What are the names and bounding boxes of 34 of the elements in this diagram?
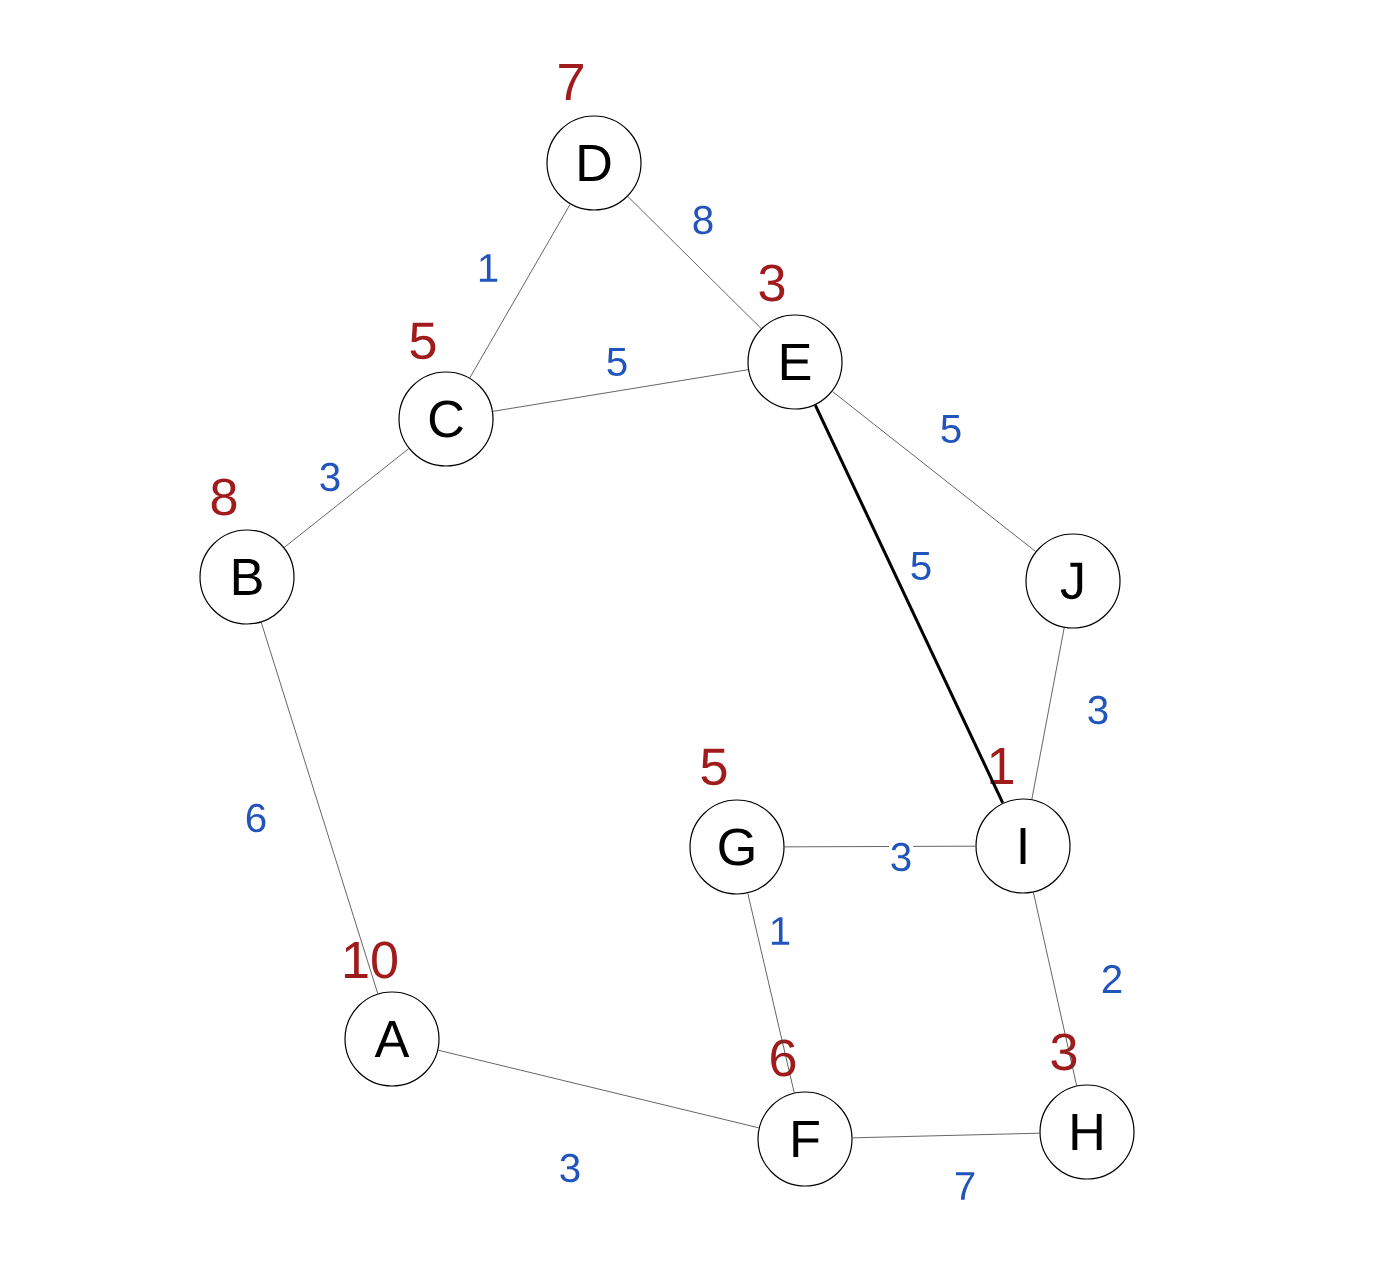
- heuristic-value: 8: [211, 478, 237, 516]
- edge-line: [492, 369, 749, 412]
- heuristic-value: 10: [344, 941, 397, 979]
- edge-weight: 6: [243, 802, 269, 834]
- edge-weight: 3: [317, 461, 343, 493]
- edge-line: [1033, 892, 1077, 1086]
- heuristic-value: 6: [771, 1039, 796, 1077]
- heuristic-value: 7: [559, 64, 583, 100]
- edge-line: [469, 203, 571, 379]
- heuristic-value: 5: [410, 322, 436, 360]
- edge-weight: 5: [938, 414, 964, 444]
- edge-line: [283, 448, 410, 548]
- edge-line: [1031, 627, 1065, 800]
- edge-line: [437, 1049, 760, 1129]
- edge-weight: 5: [604, 347, 630, 377]
- edge-weight: 3: [888, 841, 914, 873]
- edge-line: [852, 1132, 1040, 1139]
- heuristic-value: 3: [1051, 1033, 1077, 1071]
- heuristic-value: 3: [759, 264, 785, 302]
- edge-line: [813, 404, 1005, 804]
- edge-weight: 8: [690, 204, 716, 236]
- edge-line: [260, 622, 379, 994]
- edge-weight: 3: [1085, 694, 1111, 726]
- edge-line: [747, 892, 795, 1094]
- edge-weight: 7: [952, 1171, 978, 1201]
- edge-weight: 1: [475, 253, 501, 283]
- edge-weight: 1: [767, 916, 793, 946]
- edge-line: [832, 391, 1037, 552]
- heuristic-value: 5: [701, 748, 727, 786]
- edge-weight: 3: [557, 1152, 583, 1184]
- edge-line: [627, 196, 762, 329]
- edge-weight: 5: [908, 551, 934, 582]
- heuristic-value: 1: [990, 748, 1013, 784]
- edge-weight: 2: [1099, 964, 1125, 995]
